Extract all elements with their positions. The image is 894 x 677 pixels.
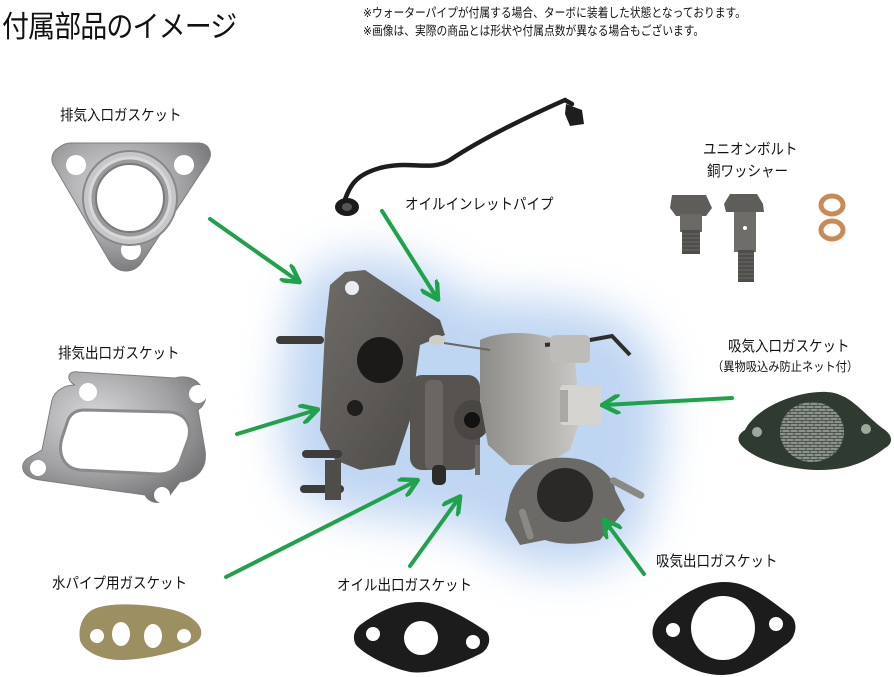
label-oil-inlet-pipe: オイルインレットパイプ bbox=[405, 195, 554, 213]
label-oil-outlet-gasket: オイル出口ガスケット bbox=[337, 576, 473, 594]
arrow-intake-inlet bbox=[604, 398, 734, 405]
pointer-arrows bbox=[208, 209, 734, 579]
exhaust-outlet-gasket-image bbox=[22, 371, 207, 503]
oil-inlet-pipe-image bbox=[335, 97, 584, 216]
label-intake-outlet-gasket: 吸気出口ガスケット bbox=[656, 552, 778, 570]
intake-outlet-gasket-image bbox=[652, 582, 796, 675]
arrow-intake-outlet bbox=[605, 521, 646, 576]
label-water-pipe-gasket: 水パイプ用ガスケット bbox=[52, 574, 188, 592]
note-water-pipe: ※ウォーターパイプが付属する場合、ターボに装着した状態となっております。 bbox=[363, 5, 746, 20]
arrow-water-pipe bbox=[224, 481, 416, 579]
oil-outlet-gasket-image bbox=[353, 602, 490, 673]
arrow-exhaust-inlet bbox=[208, 217, 298, 281]
page-title: 付属部品のイメージ bbox=[2, 10, 237, 45]
label-exhaust-inlet-gasket: 排気入口ガスケット bbox=[60, 106, 182, 124]
label-intake-inlet-gasket: 吸気入口ガスケット bbox=[728, 337, 850, 355]
label-exhaust-outlet-gasket: 排気出口ガスケット bbox=[58, 344, 180, 362]
note-image-disclaimer: ※画像は、実際の商品とは形状や付属点数が異なる場合もございます。 bbox=[363, 23, 705, 38]
arrow-exhaust-outlet bbox=[235, 410, 316, 436]
arrow-oil-outlet bbox=[408, 498, 459, 568]
water-pipe-gasket-image bbox=[79, 604, 202, 660]
label-copper-washer: 銅ワッシャー bbox=[707, 162, 789, 180]
turbocharger-image bbox=[276, 270, 645, 545]
intake-inlet-gasket-image bbox=[738, 391, 891, 470]
label-intake-inlet-gasket-note: （異物吸込み防止ネット付） bbox=[712, 359, 859, 374]
arrow-oil-inlet-pipe bbox=[380, 209, 437, 298]
union-bolts-image bbox=[670, 194, 764, 282]
copper-washers-image bbox=[818, 193, 846, 242]
label-union-bolt: ユニオンボルト bbox=[703, 140, 798, 158]
exhaust-inlet-gasket-image bbox=[51, 142, 211, 272]
